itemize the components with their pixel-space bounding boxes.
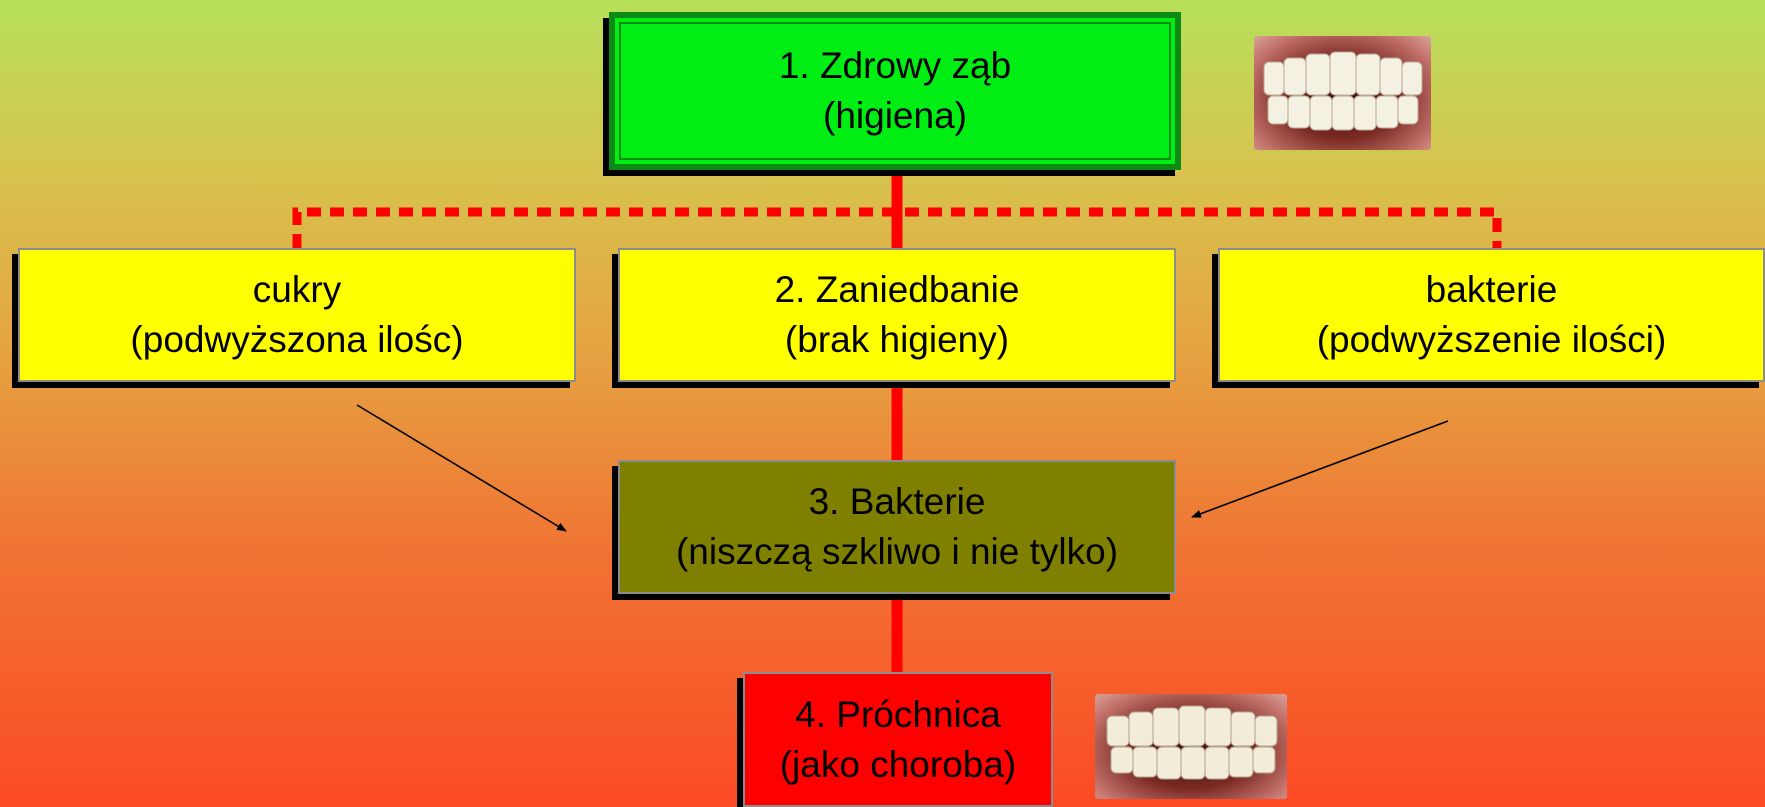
arrow-sugars-to-bacteria bbox=[357, 405, 566, 531]
box-neglect: 2. Zaniedbanie (brak higieny) bbox=[618, 248, 1176, 382]
box-decay-subtitle: (jako choroba) bbox=[780, 740, 1017, 790]
box-neglect-subtitle: (brak higieny) bbox=[785, 315, 1009, 365]
box-sugars-title: cukry bbox=[253, 265, 341, 315]
box-bacteria-subtitle: (niszczą szkliwo i nie tylko) bbox=[676, 527, 1118, 577]
teeth-photo bbox=[1095, 694, 1287, 799]
box-bacteria: 3. Bakterie (niszczą szkliwo i nie tylko… bbox=[618, 460, 1176, 594]
box-healthy-tooth-subtitle: (higiena) bbox=[823, 91, 967, 141]
healthy-teeth-photo bbox=[1254, 36, 1431, 150]
box-healthy-tooth-title: 1. Zdrowy ząb bbox=[779, 41, 1011, 91]
box-decay: 4. Próchnica (jako choroba) bbox=[743, 672, 1053, 807]
box-bacteria-level-subtitle: (podwyższenie ilości) bbox=[1317, 315, 1667, 365]
arrow-bacteria-level-to-bacteria bbox=[1192, 421, 1448, 517]
box-bacteria-level-title: bakterie bbox=[1426, 265, 1558, 315]
box-bacteria-level: bakterie (podwyższenie ilości) bbox=[1218, 248, 1765, 382]
box-decay-title: 4. Próchnica bbox=[795, 690, 1001, 740]
box-sugars: cukry (podwyższona ilośc) bbox=[18, 248, 576, 382]
box-bacteria-title: 3. Bakterie bbox=[809, 477, 986, 527]
box-healthy-tooth: 1. Zdrowy ząb (higiena) bbox=[609, 12, 1181, 170]
box-sugars-subtitle: (podwyższona ilośc) bbox=[130, 315, 463, 365]
box-neglect-title: 2. Zaniedbanie bbox=[775, 265, 1020, 315]
